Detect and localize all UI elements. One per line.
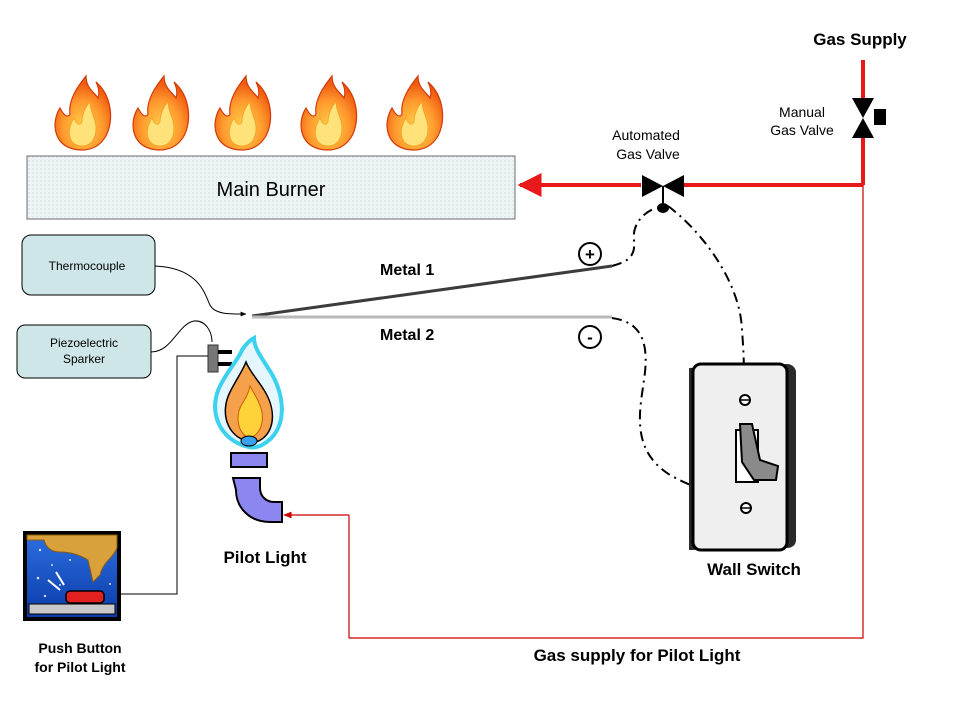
piezo-label-line1: Piezoelectric	[50, 336, 118, 350]
valve-icon	[642, 175, 684, 213]
negative-terminal: -	[578, 325, 602, 349]
main-burner-label: Main Burner	[217, 179, 326, 201]
manual-valve-label-line2: Gas Valve	[770, 122, 834, 138]
pilot-light-label: Pilot Light	[223, 548, 306, 567]
push-button-wire	[120, 355, 208, 595]
piezo-label-line2: Sparker	[63, 352, 105, 366]
pilot-gas-supply-label: Gas supply for Pilot Light	[534, 646, 741, 665]
main-gas-line	[517, 60, 865, 197]
sparker-icon	[207, 344, 232, 373]
push-button-label-line2: for Pilot Light	[35, 659, 126, 675]
wall-switch-label: Wall Switch	[707, 560, 801, 579]
flame-icon	[300, 75, 358, 151]
manual-valve-label-line1: Manual	[779, 104, 825, 120]
pilot-gas-line	[283, 185, 864, 639]
metal-2-label: Metal 2	[380, 327, 434, 344]
pipe-elbow-icon	[230, 452, 283, 523]
svg-text:-: -	[587, 328, 593, 347]
svg-text:+: +	[585, 245, 595, 264]
wall-switch-icon	[689, 362, 796, 552]
push-button-label-line1: Push Button	[38, 640, 121, 656]
pilot-flame-icon	[213, 334, 284, 450]
metal-1-wire	[251, 264, 613, 318]
gas-supply-label: Gas Supply	[813, 30, 907, 49]
thermocouple-lead	[154, 265, 247, 317]
metal-1-label: Metal 1	[380, 262, 434, 279]
flame-icon	[132, 75, 190, 151]
positive-terminal: +	[578, 242, 602, 266]
thermocouple-label: Thermocouple	[49, 259, 126, 273]
thermocouple-box	[21, 234, 156, 296]
flame-icon	[386, 75, 444, 151]
automated-valve-label-line2: Gas Valve	[616, 146, 680, 162]
main-burner-box	[26, 155, 516, 220]
piezo-lead	[150, 320, 213, 353]
flame-icon	[214, 75, 272, 151]
flame-icon	[54, 75, 112, 151]
automated-valve-label-line1: Automated	[612, 127, 680, 143]
main-burner-flames	[54, 75, 444, 151]
valve-icon	[852, 98, 886, 138]
push-button-icon	[23, 531, 121, 621]
